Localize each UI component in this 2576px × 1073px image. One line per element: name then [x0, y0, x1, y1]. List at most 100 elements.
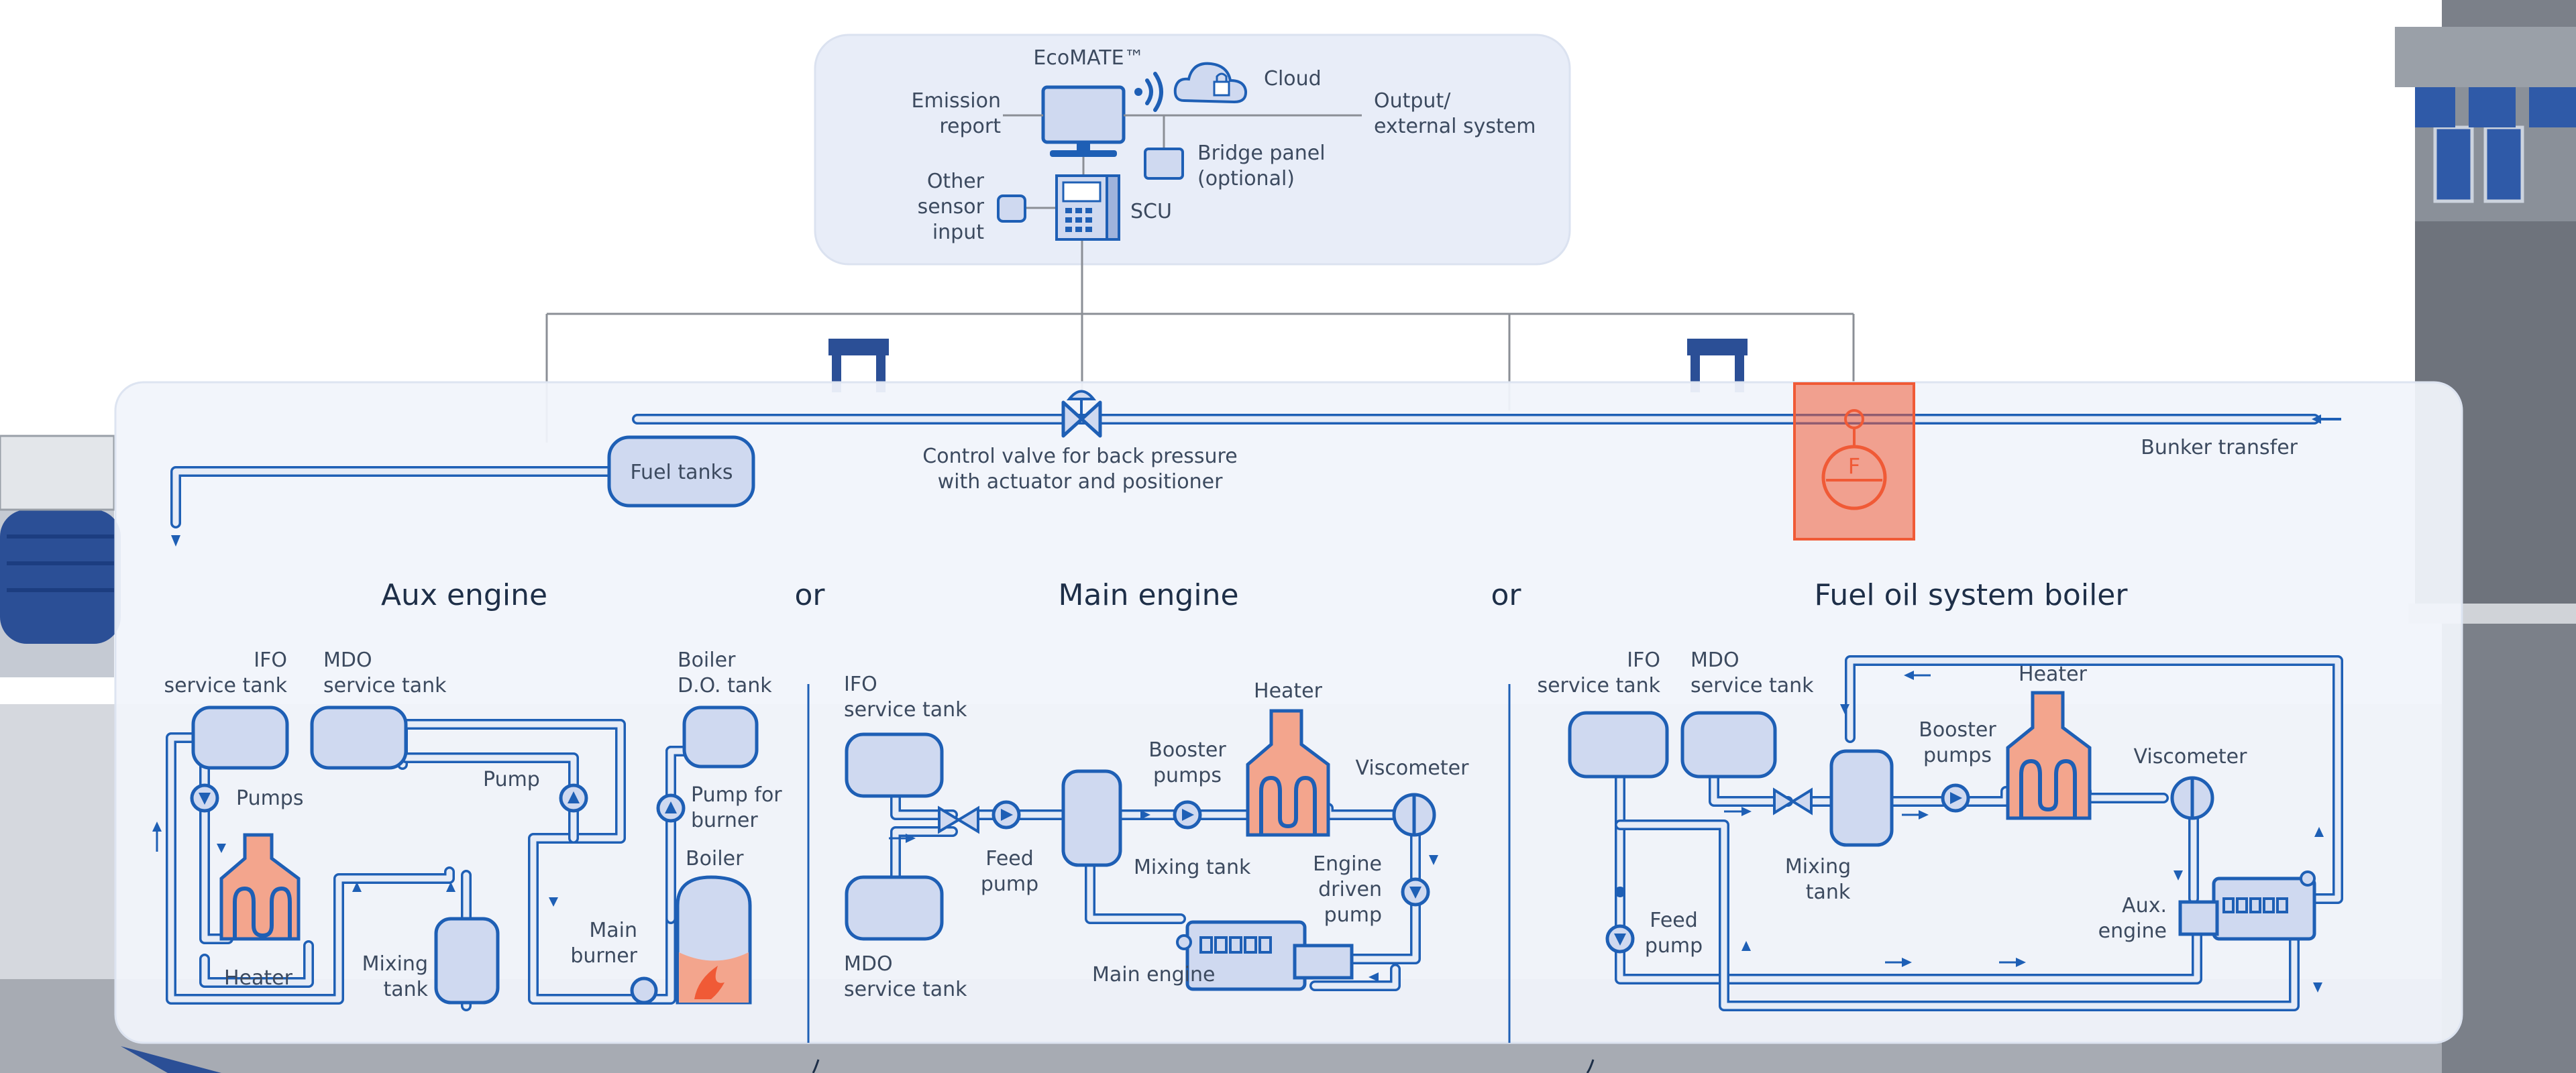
aux-boiler-label: Boiler — [686, 847, 744, 870]
fos-three-way-valve — [1773, 787, 1813, 815]
aux-pumps-label: Pumps — [236, 787, 303, 810]
aux-engine-title: Aux engine — [381, 578, 547, 612]
main-feed-pump — [994, 802, 1019, 828]
aux-pump-mdo — [561, 785, 586, 811]
main-booster-line1: Booster — [1148, 738, 1226, 762]
main-ifo-line2: service tank — [844, 698, 967, 722]
main-ifo-tank — [845, 732, 944, 798]
flowmeter-highlight: F — [1793, 382, 1915, 541]
main-engine-driven-line1: Engine — [1313, 852, 1382, 876]
fos-aux-engine-icon — [2178, 870, 2316, 941]
aux-pump-burner-line1: Pump for — [691, 783, 782, 807]
main-heater-label: Heater — [1254, 679, 1323, 703]
aux-mixing-line1: Mixing — [362, 952, 428, 976]
bridge-panel-line2: (optional) — [1197, 167, 1295, 190]
ecomate-panel: EcoMATE™ Cloud Emission report Output/ e… — [814, 34, 1571, 402]
fos-feed-line1: Feed — [1650, 909, 1698, 932]
aux-pump-burner — [658, 795, 684, 821]
main-mixing-label: Mixing tank — [1134, 856, 1251, 879]
fos-aux-engine-line2: engine — [2098, 919, 2167, 943]
aux-pump-burner-line2: burner — [691, 809, 758, 832]
main-booster-pump — [1175, 802, 1200, 828]
aux-pump-ifo — [192, 785, 217, 811]
aux-pump-label: Pump — [483, 768, 540, 791]
control-valve-line2: with actuator and positioner — [938, 470, 1223, 494]
aux-boiler — [676, 875, 752, 1005]
aux-burner-line2: burner — [570, 944, 637, 968]
main-engine-driven-line3: pump — [1324, 903, 1382, 927]
other-sensor-line1: Other — [927, 170, 985, 193]
scu-cabinet — [1055, 174, 1120, 241]
main-engine-icon — [1176, 920, 1354, 991]
fos-feed-line2: pump — [1645, 934, 1703, 958]
fos-booster-pump — [1943, 785, 1968, 811]
fos-heater-label: Heater — [2019, 663, 2088, 686]
main-mixing-tank — [1061, 769, 1122, 867]
fos-mixing-line1: Mixing — [1785, 855, 1851, 879]
main-burner-icon — [630, 976, 658, 1005]
main-feed-line2: pump — [981, 872, 1038, 896]
other-sensor-line2: sensor — [918, 195, 985, 219]
fos-booster-line1: Booster — [1919, 718, 1996, 742]
main-three-way-valve — [938, 805, 979, 834]
aux-burner-line1: Main — [589, 919, 637, 942]
aux-ifo-line1: IFO — [254, 648, 287, 672]
aux-boiler-do-line1: Boiler — [678, 648, 736, 672]
fos-booster-line2: pumps — [1923, 744, 1992, 767]
output-label-line1: Output/ — [1374, 89, 1451, 113]
crane-left — [0, 435, 121, 677]
main-ifo-line1: IFO — [844, 673, 877, 696]
control-valve-icon — [1061, 390, 1102, 438]
main-engine-driven-pump — [1403, 879, 1428, 905]
main-booster-line2: pumps — [1153, 764, 1222, 787]
fuel-tanks-label: Fuel tanks — [630, 461, 733, 484]
main-engine-label: Main engine — [1092, 963, 1215, 986]
fos-mixing-tank — [1829, 749, 1894, 847]
aux-boiler-do-line2: D.O. tank — [678, 674, 772, 697]
aux-mdo-line1: MDO — [323, 648, 372, 672]
emission-report-line1: Emission — [912, 89, 1001, 113]
fos-ifo-line1: IFO — [1627, 648, 1660, 672]
scu-label: SCU — [1130, 200, 1172, 223]
main-viscometer — [1392, 793, 1436, 837]
main-feed-line1: Feed — [985, 847, 1034, 870]
aux-mdo-line2: service tank — [323, 674, 447, 697]
cloud-label: Cloud — [1264, 67, 1322, 91]
wireless-icon — [1134, 72, 1163, 112]
or-label-2: or — [1491, 578, 1521, 612]
emission-report-line2: report — [939, 115, 1001, 138]
control-valve-line1: Control valve for back pressure — [922, 445, 1237, 468]
fos-viscometer — [2170, 776, 2214, 820]
aux-mixing-line2: tank — [383, 978, 428, 1001]
fos-heater — [2006, 691, 2092, 820]
fos-aux-engine-line1: Aux. — [2122, 894, 2167, 917]
or-label-1: or — [794, 578, 825, 612]
sensor-icon — [997, 194, 1026, 223]
fuel-oil-boiler-section: IFO service tank MDO service tank Heater… — [1537, 648, 2343, 1011]
main-viscometer-label: Viscometer — [1356, 756, 1470, 780]
bridge-panel-icon — [1144, 148, 1184, 180]
output-label-line2: external system — [1374, 115, 1536, 138]
fos-feed-pump — [1607, 926, 1633, 952]
aux-heater — [219, 833, 301, 941]
flowmeter-symbol: F — [1848, 453, 1860, 479]
bunker-transfer-label: Bunker transfer — [2141, 436, 2298, 459]
main-mdo-line1: MDO — [844, 952, 893, 976]
boiler-title: Fuel oil system boiler — [1815, 578, 2129, 612]
bridge-tower — [2395, 0, 2576, 1073]
fos-mixing-line2: tank — [1806, 881, 1851, 904]
fos-mdo-line1: MDO — [1690, 648, 1739, 672]
main-engine-title: Main engine — [1058, 578, 1238, 612]
supply-line — [170, 414, 2341, 547]
main-mdo-line2: service tank — [844, 978, 967, 1001]
fos-viscometer-label: Viscometer — [2134, 745, 2248, 769]
aux-mixing-tank — [434, 917, 500, 1005]
fos-ifo-tank — [1568, 711, 1669, 779]
bridge-panel-line1: Bridge panel — [1197, 142, 1326, 165]
cloud-icon — [1173, 62, 1248, 104]
aux-ifo-tank — [191, 705, 289, 770]
aux-mdo-tank — [310, 705, 408, 770]
aux-boiler-do-tank — [682, 705, 759, 769]
fos-mdo-tank — [1680, 711, 1777, 779]
